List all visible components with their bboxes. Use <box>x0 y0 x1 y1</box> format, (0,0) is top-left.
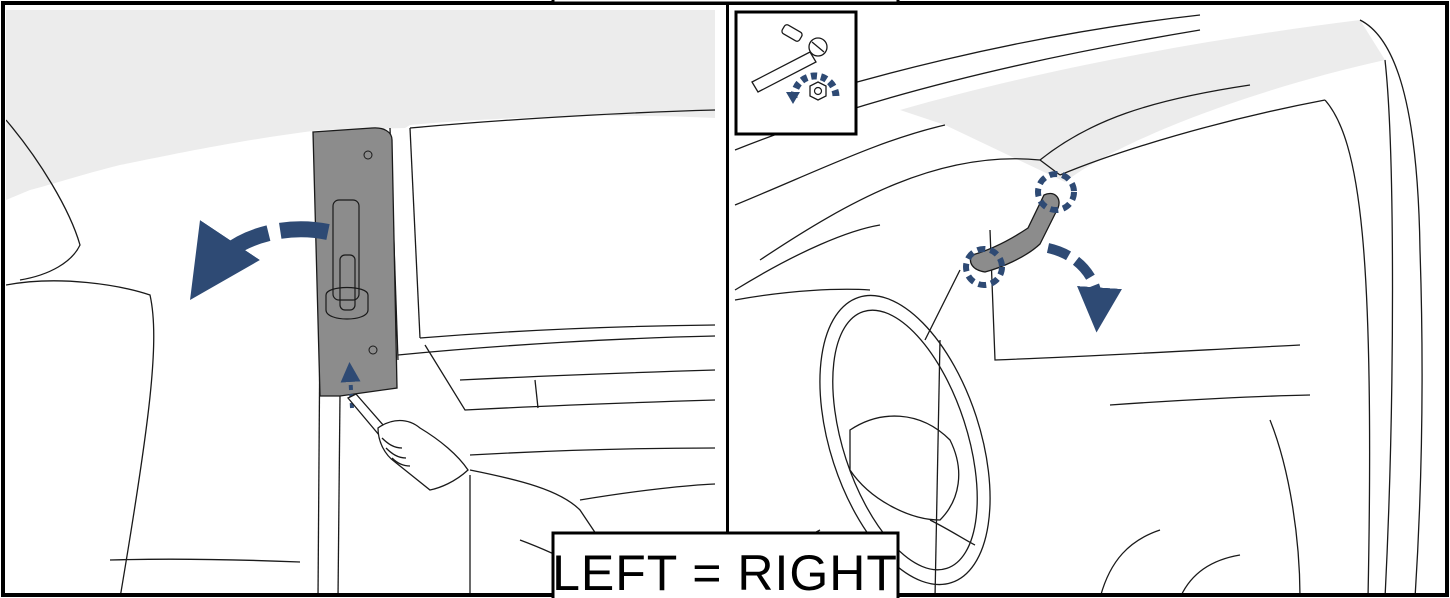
left-panel <box>6 10 716 596</box>
headliner <box>6 10 715 200</box>
socket-wrench-icon <box>751 24 828 93</box>
screw-rotation-markers <box>963 171 1077 288</box>
hand-with-trim-tool-icon <box>346 393 469 491</box>
headliner <box>900 20 1385 182</box>
tool-indicator-box <box>734 10 858 136</box>
removal-direction-arrow <box>190 220 330 300</box>
pillar-trim <box>312 127 398 397</box>
caption-text: LEFT = RIGHT <box>552 545 898 598</box>
seat-lines <box>6 109 716 596</box>
caption-box: LEFT = RIGHT <box>551 531 900 598</box>
top-tab <box>551 0 900 5</box>
unscrew-rotation-icon <box>786 72 840 104</box>
pry-direction-arrow <box>340 362 361 409</box>
handle-removal-arrow <box>1046 243 1122 333</box>
